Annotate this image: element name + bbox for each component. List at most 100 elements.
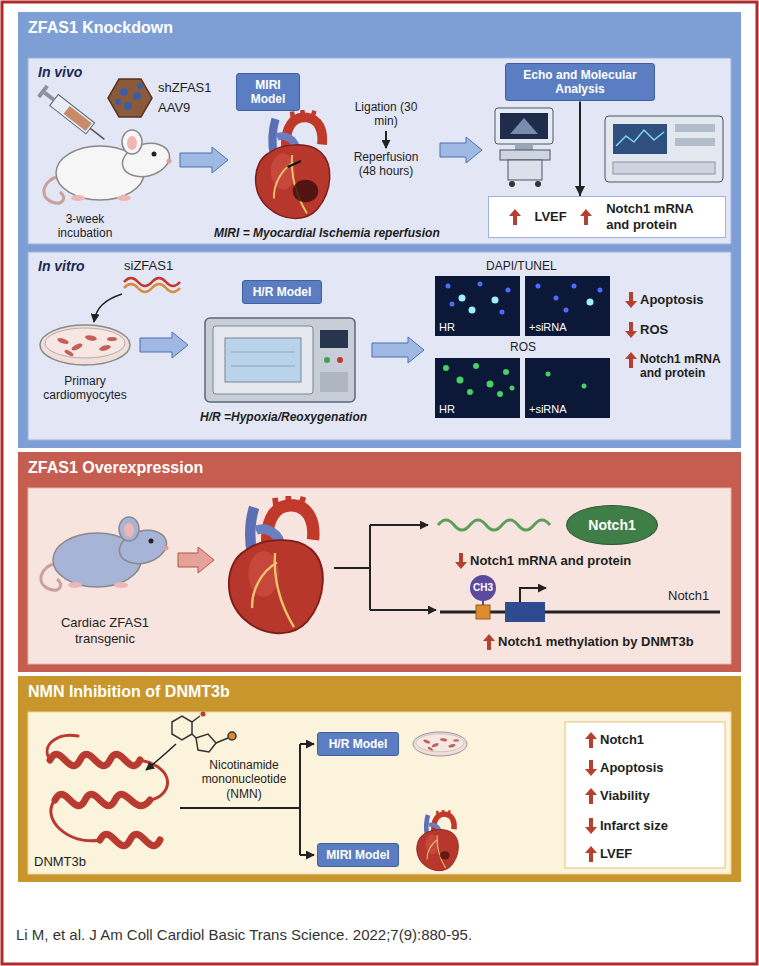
down-arrow xyxy=(625,322,637,338)
label-holder: Viability xyxy=(600,788,650,804)
incubator xyxy=(213,326,313,394)
flow-arrow xyxy=(180,147,228,173)
dnmt3b-protein xyxy=(47,735,167,846)
up-arrow xyxy=(483,634,495,650)
flow-arrow xyxy=(140,332,188,358)
fluorescence-image xyxy=(510,386,515,391)
cell-label: Primary cardiomyocytes xyxy=(35,374,135,403)
fluorescence-image xyxy=(435,358,520,418)
label-holder: +siRNA xyxy=(529,403,567,416)
fluorescence-image xyxy=(525,358,610,418)
panel-ground xyxy=(18,676,741,882)
label-holder: Notch1 methylation by DNMT3b xyxy=(498,634,694,650)
ultrasound-machine xyxy=(495,108,553,144)
panel-ground xyxy=(18,12,741,448)
syringe xyxy=(37,85,49,98)
incubator xyxy=(324,357,330,363)
syringe xyxy=(90,128,104,139)
gene-oval: Notch1 xyxy=(566,505,658,545)
up-arrow xyxy=(585,732,597,748)
label-holder: +siRNA xyxy=(529,321,567,334)
aav9-capsid xyxy=(108,79,152,117)
fluorescence-image xyxy=(467,389,473,395)
panel-heading: ZFAS1 Overexpression xyxy=(28,458,731,477)
caption-holder: Li M, et al. J Am Coll Cardiol Basic Tra… xyxy=(16,926,472,944)
label-holder: DAPI/TUNEL xyxy=(486,259,557,273)
down-arrow xyxy=(625,292,637,308)
fluorescence-image xyxy=(435,276,520,336)
fluorescence-image xyxy=(492,297,499,304)
stain-label: ROS xyxy=(510,340,536,354)
model-box: Echo and Molecular Analysis xyxy=(505,63,655,102)
label-holder: CH3 xyxy=(470,582,496,594)
heart xyxy=(256,110,330,218)
fluorescence-image xyxy=(582,384,587,389)
result-box: LVEFNotch1 mRNA and protein xyxy=(488,196,726,238)
fluorescence-image xyxy=(536,284,541,289)
heart xyxy=(256,110,330,218)
dnmt3b-protein xyxy=(140,760,168,800)
flow-arrow xyxy=(372,337,424,363)
result-text: Viability xyxy=(600,788,650,804)
label-holder: Primary cardiomyocytes xyxy=(35,374,135,403)
branch-arrow xyxy=(334,525,436,610)
change-arrow xyxy=(455,292,637,862)
fluorescence-image xyxy=(506,288,511,293)
syringe xyxy=(64,106,92,131)
image-label: HR xyxy=(439,403,455,416)
result-text: Apoptosis xyxy=(600,760,664,776)
analyzer xyxy=(605,116,723,182)
nmn-molecule xyxy=(192,734,196,738)
gene-locus xyxy=(470,575,496,601)
branch-arrow xyxy=(300,854,314,856)
gene-locus xyxy=(505,602,545,622)
ultrasound-machine xyxy=(500,150,550,160)
model-box: MIRI Model xyxy=(236,73,300,112)
fluorescence-image xyxy=(500,310,505,315)
label-holder: Nicotinamide mononucleotide (NMN) xyxy=(192,758,296,801)
nmn-molecule xyxy=(172,712,236,753)
petri-dish xyxy=(413,732,467,756)
incubator xyxy=(337,357,343,363)
analyzer xyxy=(616,130,664,146)
label-holder: AAV9 xyxy=(158,100,190,116)
fluorescence-image xyxy=(564,308,569,313)
box-text: LVEF xyxy=(534,209,566,225)
branch-arrow xyxy=(370,609,436,611)
label-holder: DNMT3b xyxy=(34,854,86,870)
incubator xyxy=(225,338,301,382)
ultrasound-machine xyxy=(510,118,538,134)
up-arrow xyxy=(585,788,597,804)
analyzer xyxy=(605,116,723,182)
compound-label: Nicotinamide mononucleotide (NMN) xyxy=(192,758,296,801)
label-holder: Ligation (30 min) xyxy=(350,100,422,129)
syringe xyxy=(37,85,109,145)
vector-label: shZFAS1 xyxy=(158,80,211,96)
syringe xyxy=(43,91,55,102)
result-text: Notch1 methylation by DNMT3b xyxy=(498,634,694,650)
nmn-molecule xyxy=(216,738,228,743)
branch-arrow xyxy=(334,567,370,569)
stain-label: DAPI/TUNEL xyxy=(486,259,557,273)
label-holder: MIRI = Myocardial Ischemia reperfusion xyxy=(214,226,440,240)
image-label: +siRNA xyxy=(529,403,567,416)
incubator xyxy=(320,330,348,348)
down-arrow xyxy=(585,760,597,776)
fluorescence-image xyxy=(469,307,476,314)
binding-arrow xyxy=(146,744,176,770)
fluorescence-image xyxy=(450,302,455,307)
label-holder: Notch1 xyxy=(668,588,709,604)
incubator xyxy=(320,372,348,392)
label-holder: Cardiac ZFAS1 transgenic xyxy=(40,615,170,646)
model-box: H/R Model xyxy=(242,280,322,304)
label-holder: Reperfusion (48 hours) xyxy=(345,150,427,179)
analyzer xyxy=(613,124,667,154)
analyzer xyxy=(675,124,715,132)
fluorescence-image xyxy=(478,282,483,287)
box-text: H/R Model xyxy=(249,285,315,299)
result-text: Notch1 xyxy=(600,732,644,748)
fluorescence-image xyxy=(435,276,610,418)
panel-heading: ZFAS1 Knockdown xyxy=(28,18,731,37)
transfection-arrow xyxy=(94,294,122,322)
branch-arrow xyxy=(180,744,314,855)
